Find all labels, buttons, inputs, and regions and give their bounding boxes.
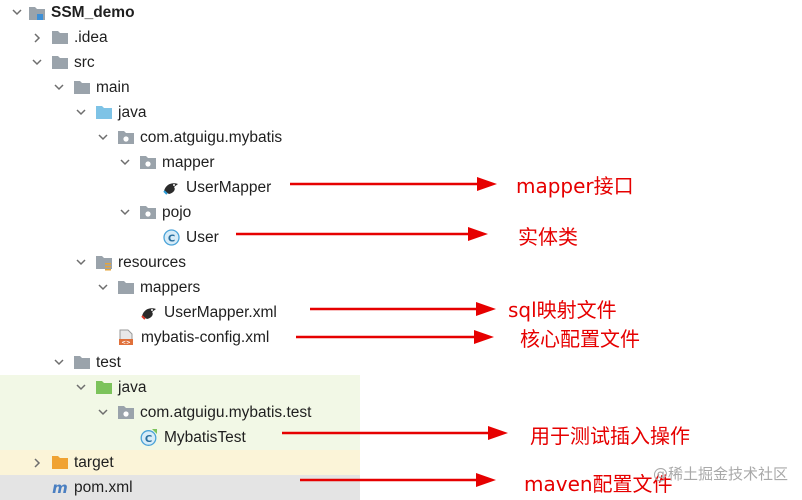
tree-row-test[interactable]: test <box>0 350 360 375</box>
test-class-icon: C <box>140 429 158 446</box>
project-folder-icon <box>28 4 46 21</box>
chevron-down-icon[interactable] <box>97 275 109 300</box>
chevron-down-icon[interactable] <box>75 250 87 275</box>
folder-icon <box>51 54 69 71</box>
tree-row-pojo-package[interactable]: pojo <box>0 200 360 225</box>
chevron-down-icon[interactable] <box>97 400 109 425</box>
chevron-down-icon[interactable] <box>75 375 87 400</box>
chevron-down-icon[interactable] <box>119 200 131 225</box>
tree-label: src <box>74 54 95 71</box>
tree-label: pojo <box>162 204 192 221</box>
mybatis-bird-icon <box>140 304 158 321</box>
tree-row-mybatis-config[interactable]: <> mybatis-config.xml <box>0 325 360 350</box>
resources-folder-icon <box>95 254 113 271</box>
folder-icon <box>73 354 91 371</box>
tree-row-user[interactable]: C User <box>0 225 360 250</box>
tree-row-usermapper[interactable]: UserMapper <box>0 175 360 200</box>
tree-label: MybatisTest <box>164 429 246 446</box>
package-icon <box>117 129 135 146</box>
folder-icon <box>117 279 135 296</box>
test-folder-icon <box>95 379 113 396</box>
tree-label: User <box>186 229 219 246</box>
annotation-test-insert: 用于测试插入操作 <box>530 424 690 448</box>
tree-row-java-main[interactable]: java <box>0 100 360 125</box>
svg-text:m: m <box>52 479 68 496</box>
tree-label: pom.xml <box>74 479 133 496</box>
tree-label: .idea <box>74 29 108 46</box>
annotation-entity-class: 实体类 <box>518 225 578 249</box>
chevron-down-icon[interactable] <box>119 150 131 175</box>
source-folder-icon <box>95 104 113 121</box>
tree-row-package-test[interactable]: com.atguigu.mybatis.test <box>0 400 360 425</box>
tree-label: mybatis-config.xml <box>141 329 270 346</box>
tree-row-project[interactable]: SSM_demo <box>0 0 360 25</box>
svg-text:<>: <> <box>121 340 131 346</box>
folder-icon <box>73 79 91 96</box>
annotation-maven-config-file: maven配置文件 <box>524 472 673 496</box>
tree-label: mappers <box>140 279 201 296</box>
tree-label: mapper <box>162 154 215 171</box>
tree-label: com.atguigu.mybatis <box>140 129 283 146</box>
chevron-down-icon[interactable] <box>53 350 65 375</box>
tree-row-usermapper-xml[interactable]: UserMapper.xml <box>0 300 360 325</box>
tree-label: target <box>74 454 114 471</box>
xml-file-icon: <> <box>117 329 135 346</box>
tree-row-resources[interactable]: resources <box>0 250 360 275</box>
chevron-down-icon[interactable] <box>31 50 43 75</box>
tree-label: UserMapper <box>186 179 272 196</box>
chevron-down-icon[interactable] <box>53 75 65 100</box>
tree-row-java-test[interactable]: java <box>0 375 360 400</box>
svg-text:C: C <box>145 434 152 445</box>
class-icon: C <box>162 229 180 246</box>
tree-row-idea[interactable]: .idea <box>0 25 360 50</box>
tree-row-main[interactable]: main <box>0 75 360 100</box>
tree-label: test <box>96 354 121 371</box>
chevron-down-icon[interactable] <box>75 100 87 125</box>
tree-label: SSM_demo <box>51 4 135 21</box>
excluded-folder-icon <box>51 454 69 471</box>
chevron-down-icon[interactable] <box>97 125 109 150</box>
tree-row-mybatistest[interactable]: C MybatisTest <box>0 425 360 450</box>
watermark: @稀土掘金技术社区 <box>652 465 788 483</box>
tree-row-package-main[interactable]: com.atguigu.mybatis <box>0 125 360 150</box>
mybatis-bird-icon <box>162 179 180 196</box>
tree-label: com.atguigu.mybatis.test <box>140 404 312 421</box>
svg-text:C: C <box>167 234 174 245</box>
tree-label: main <box>96 79 130 96</box>
tree-row-src[interactable]: src <box>0 50 360 75</box>
chevron-right-icon[interactable] <box>31 25 43 50</box>
tree-row-target[interactable]: target <box>0 450 360 475</box>
folder-icon <box>51 29 69 46</box>
chevron-right-icon[interactable] <box>31 450 43 475</box>
package-icon <box>139 154 157 171</box>
annotation-mapper-interface: mapper接口 <box>516 174 634 198</box>
tree-row-pom[interactable]: m pom.xml <box>0 475 360 500</box>
maven-m-icon: m <box>48 479 72 496</box>
chevron-down-icon[interactable] <box>11 0 23 25</box>
annotation-core-config-file: 核心配置文件 <box>520 327 640 351</box>
tree-label: resources <box>118 254 187 271</box>
tree-label: java <box>118 104 147 121</box>
annotation-sql-mapping-file: sql映射文件 <box>508 298 617 322</box>
tree-label: java <box>118 379 147 396</box>
project-tree: SSM_demo .idea src main <box>0 0 360 500</box>
tree-row-mapper-package[interactable]: mapper <box>0 150 360 175</box>
package-icon <box>139 204 157 221</box>
tree-row-mappers[interactable]: mappers <box>0 275 360 300</box>
package-icon <box>117 404 135 421</box>
tree-label: UserMapper.xml <box>164 304 277 321</box>
